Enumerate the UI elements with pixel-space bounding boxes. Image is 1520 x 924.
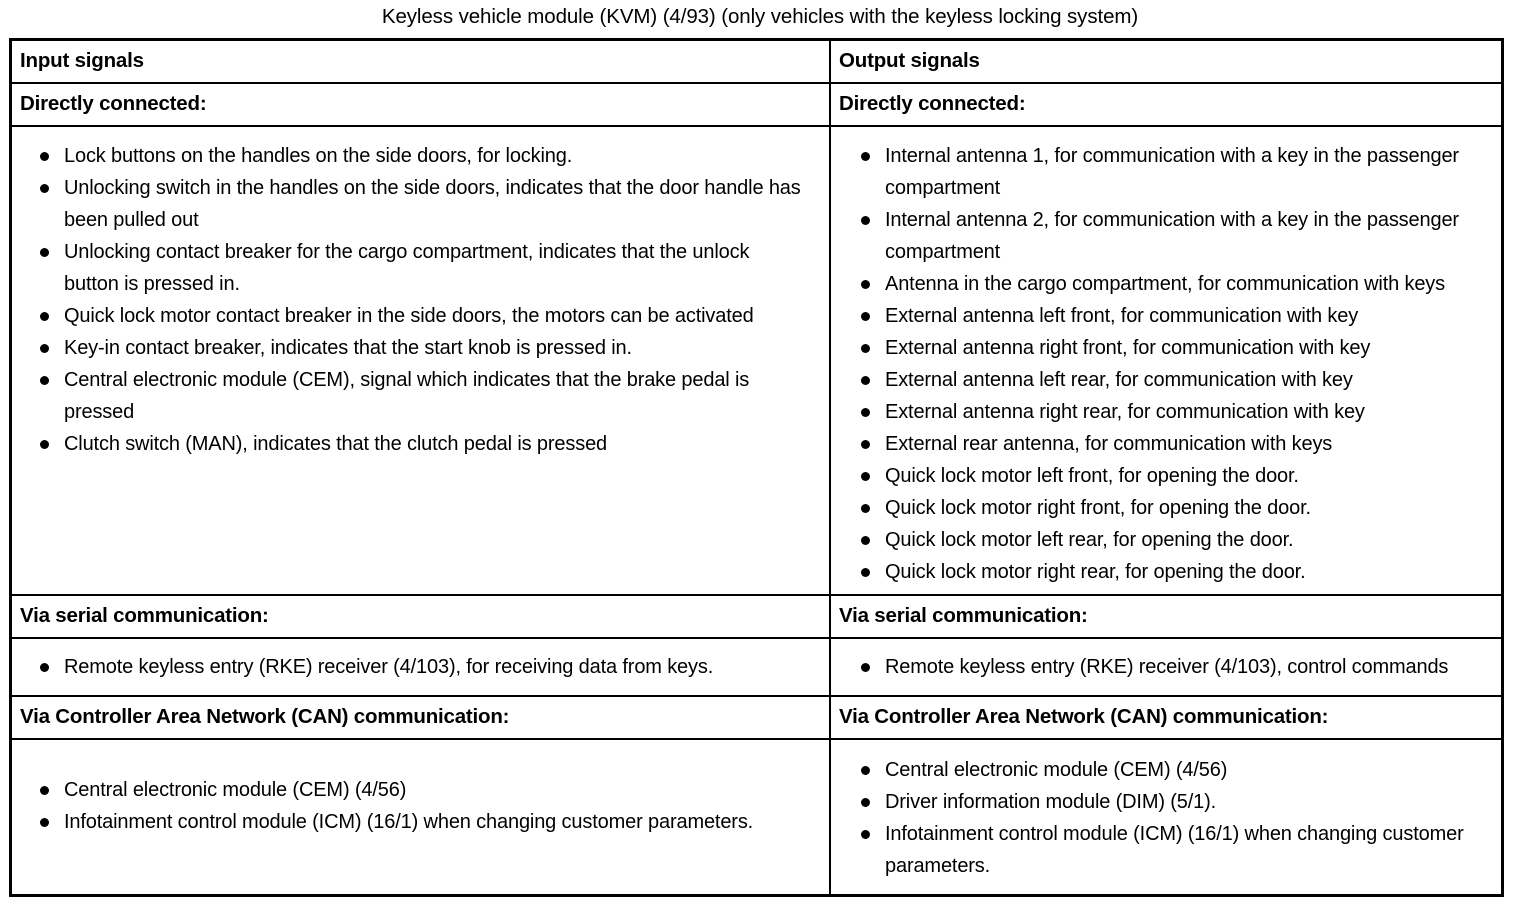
content-row-directly-connected: Lock buttons on the handles on the side … <box>12 125 1501 594</box>
list-item: Internal antenna 1, for communication wi… <box>835 140 1485 204</box>
subheading-via-serial-output: Via serial communication: <box>839 604 1088 627</box>
subheader-row-directly-connected: Directly connected: Directly connected: <box>12 82 1501 125</box>
subheader-cell-output-directly-connected: Directly connected: <box>831 84 1501 125</box>
list-item: Key-in contact breaker, indicates that t… <box>16 332 806 364</box>
content-row-via-serial: Remote keyless entry (RKE) receiver (4/1… <box>12 637 1501 695</box>
list-item: Central electronic module (CEM) (4/56) <box>16 774 806 806</box>
list-item: Quick lock motor right rear, for opening… <box>835 556 1485 588</box>
content-cell-output-via-can: Central electronic module (CEM) (4/56) D… <box>831 740 1501 894</box>
list-input-via-can: Central electronic module (CEM) (4/56) I… <box>16 774 806 838</box>
list-item: Central electronic module (CEM) (4/56) <box>835 754 1485 786</box>
list-input-via-serial: Remote keyless entry (RKE) receiver (4/1… <box>16 651 806 683</box>
content-cell-input-directly-connected: Lock buttons on the handles on the side … <box>12 127 831 594</box>
list-output-via-can: Central electronic module (CEM) (4/56) D… <box>835 754 1485 882</box>
subheader-row-via-serial: Via serial communication: Via serial com… <box>12 594 1501 637</box>
list-item: Central electronic module (CEM), signal … <box>16 364 806 428</box>
list-item: External rear antenna, for communication… <box>835 428 1485 460</box>
page-title: Keyless vehicle module (KVM) (4/93) (onl… <box>381 5 1139 28</box>
header-cell-output: Output signals <box>831 41 1501 82</box>
subheading-via-can-output: Via Controller Area Network (CAN) commun… <box>839 705 1329 728</box>
signals-table: Input signals Output signals Directly co… <box>9 38 1504 897</box>
list-item: Remote keyless entry (RKE) receiver (4/1… <box>835 651 1485 683</box>
content-cell-output-directly-connected: Internal antenna 1, for communication wi… <box>831 127 1501 594</box>
subheader-cell-output-via-can: Via Controller Area Network (CAN) commun… <box>831 697 1501 738</box>
column-header-output-signals: Output signals <box>839 49 980 72</box>
list-output-via-serial: Remote keyless entry (RKE) receiver (4/1… <box>835 651 1485 683</box>
list-item: External antenna right front, for commun… <box>835 332 1485 364</box>
subheading-directly-connected-input: Directly connected: <box>20 92 207 115</box>
content-cell-input-via-serial: Remote keyless entry (RKE) receiver (4/1… <box>12 639 831 695</box>
list-item: Clutch switch (MAN), indicates that the … <box>16 428 806 460</box>
subheader-cell-input-directly-connected: Directly connected: <box>12 84 831 125</box>
subheader-cell-input-via-can: Via Controller Area Network (CAN) commun… <box>12 697 831 738</box>
list-item: Infotainment control module (ICM) (16/1)… <box>16 806 806 838</box>
list-input-directly-connected: Lock buttons on the handles on the side … <box>16 140 806 460</box>
subheader-row-via-can: Via Controller Area Network (CAN) commun… <box>12 695 1501 738</box>
content-row-via-can: Central electronic module (CEM) (4/56) I… <box>12 738 1501 894</box>
subheading-via-serial-input: Via serial communication: <box>20 604 269 627</box>
list-item: Quick lock motor left rear, for opening … <box>835 524 1485 556</box>
header-cell-input: Input signals <box>12 41 831 82</box>
list-item: Quick lock motor contact breaker in the … <box>16 300 806 332</box>
list-output-directly-connected: Internal antenna 1, for communication wi… <box>835 140 1485 588</box>
list-item: Unlocking switch in the handles on the s… <box>16 172 806 236</box>
table-header-row: Input signals Output signals <box>12 41 1501 82</box>
subheading-via-can-input: Via Controller Area Network (CAN) commun… <box>20 705 510 728</box>
subheading-directly-connected-output: Directly connected: <box>839 92 1026 115</box>
list-item: Infotainment control module (ICM) (16/1)… <box>835 818 1485 882</box>
list-item: Quick lock motor left front, for opening… <box>835 460 1485 492</box>
content-cell-input-via-can: Central electronic module (CEM) (4/56) I… <box>12 740 831 894</box>
list-item: Quick lock motor right front, for openin… <box>835 492 1485 524</box>
column-header-input-signals: Input signals <box>20 49 144 72</box>
list-item: Unlocking contact breaker for the cargo … <box>16 236 806 300</box>
list-item: Antenna in the cargo compartment, for co… <box>835 268 1485 300</box>
subheader-cell-output-via-serial: Via serial communication: <box>831 596 1501 637</box>
list-item: Remote keyless entry (RKE) receiver (4/1… <box>16 651 806 683</box>
subheader-cell-input-via-serial: Via serial communication: <box>12 596 831 637</box>
list-item: Lock buttons on the handles on the side … <box>16 140 806 172</box>
list-item: Internal antenna 2, for communication wi… <box>835 204 1485 268</box>
list-item: External antenna left rear, for communic… <box>835 364 1485 396</box>
list-item: Driver information module (DIM) (5/1). <box>835 786 1485 818</box>
list-item: External antenna right rear, for communi… <box>835 396 1485 428</box>
list-item: External antenna left front, for communi… <box>835 300 1485 332</box>
content-cell-output-via-serial: Remote keyless entry (RKE) receiver (4/1… <box>831 639 1501 695</box>
